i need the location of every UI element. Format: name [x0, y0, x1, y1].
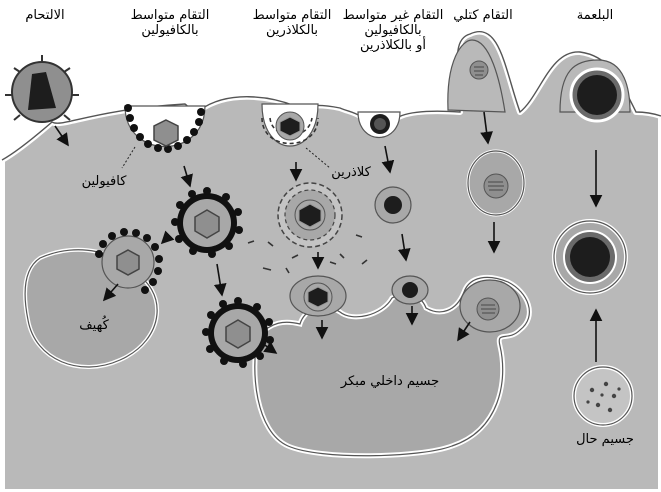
- label-macropinocytosis: التقام كتلي: [453, 8, 513, 23]
- label-early-endosome: جسيم داخلي مبكر: [340, 374, 440, 389]
- label-fusion: الالتحام: [25, 8, 65, 23]
- endosome-bud-clathrin: [289, 275, 347, 317]
- clathrin-pointer: [305, 147, 331, 169]
- fusion-virus: [5, 55, 79, 123]
- clathrin-pit-virus: [275, 111, 305, 141]
- independent-vesicle: [374, 186, 412, 224]
- endosome-bud-independent: [391, 275, 429, 305]
- label-clathrin-endocytosis: التقام متواسط بالكلاذرين: [252, 8, 332, 38]
- macropinosome-1: [466, 149, 526, 217]
- caveosome-bud: [101, 235, 155, 289]
- caveolin-pointer: [121, 146, 136, 169]
- label-independent-endocytosis: التقام غير متواسط بالكافيولين أو بالكلاذ…: [342, 8, 444, 53]
- label-caveosome: كُهيف: [79, 318, 109, 333]
- label-clathrin: كلاذرين: [331, 165, 371, 180]
- caveolin-virus: [153, 119, 179, 147]
- independent-pit-virus: [370, 114, 390, 134]
- caveolin-coat: [124, 104, 205, 153]
- caveolin-vesicle-2: [208, 303, 268, 363]
- clathrin-vesicle: [277, 182, 343, 248]
- macropinocytosis-internal-virus: [469, 60, 489, 80]
- endosome-bud-macropinosome: [459, 279, 521, 333]
- label-lysosome: جسيم حال: [576, 432, 634, 447]
- label-caveolin: كافيولين: [81, 174, 127, 189]
- caveolin-vesicle-1: [177, 193, 237, 253]
- caveolin-vesicle-beads-1: [171, 187, 243, 258]
- label-caveolin-endocytosis: التقام متواسط بالكافيولين: [130, 8, 210, 38]
- phagosome: [552, 219, 628, 295]
- phagocytosis-particle: [569, 67, 625, 123]
- label-phagocytosis: البلعمة: [576, 8, 614, 23]
- clathrin-fragments: [247, 234, 368, 274]
- lysosome: [572, 365, 634, 427]
